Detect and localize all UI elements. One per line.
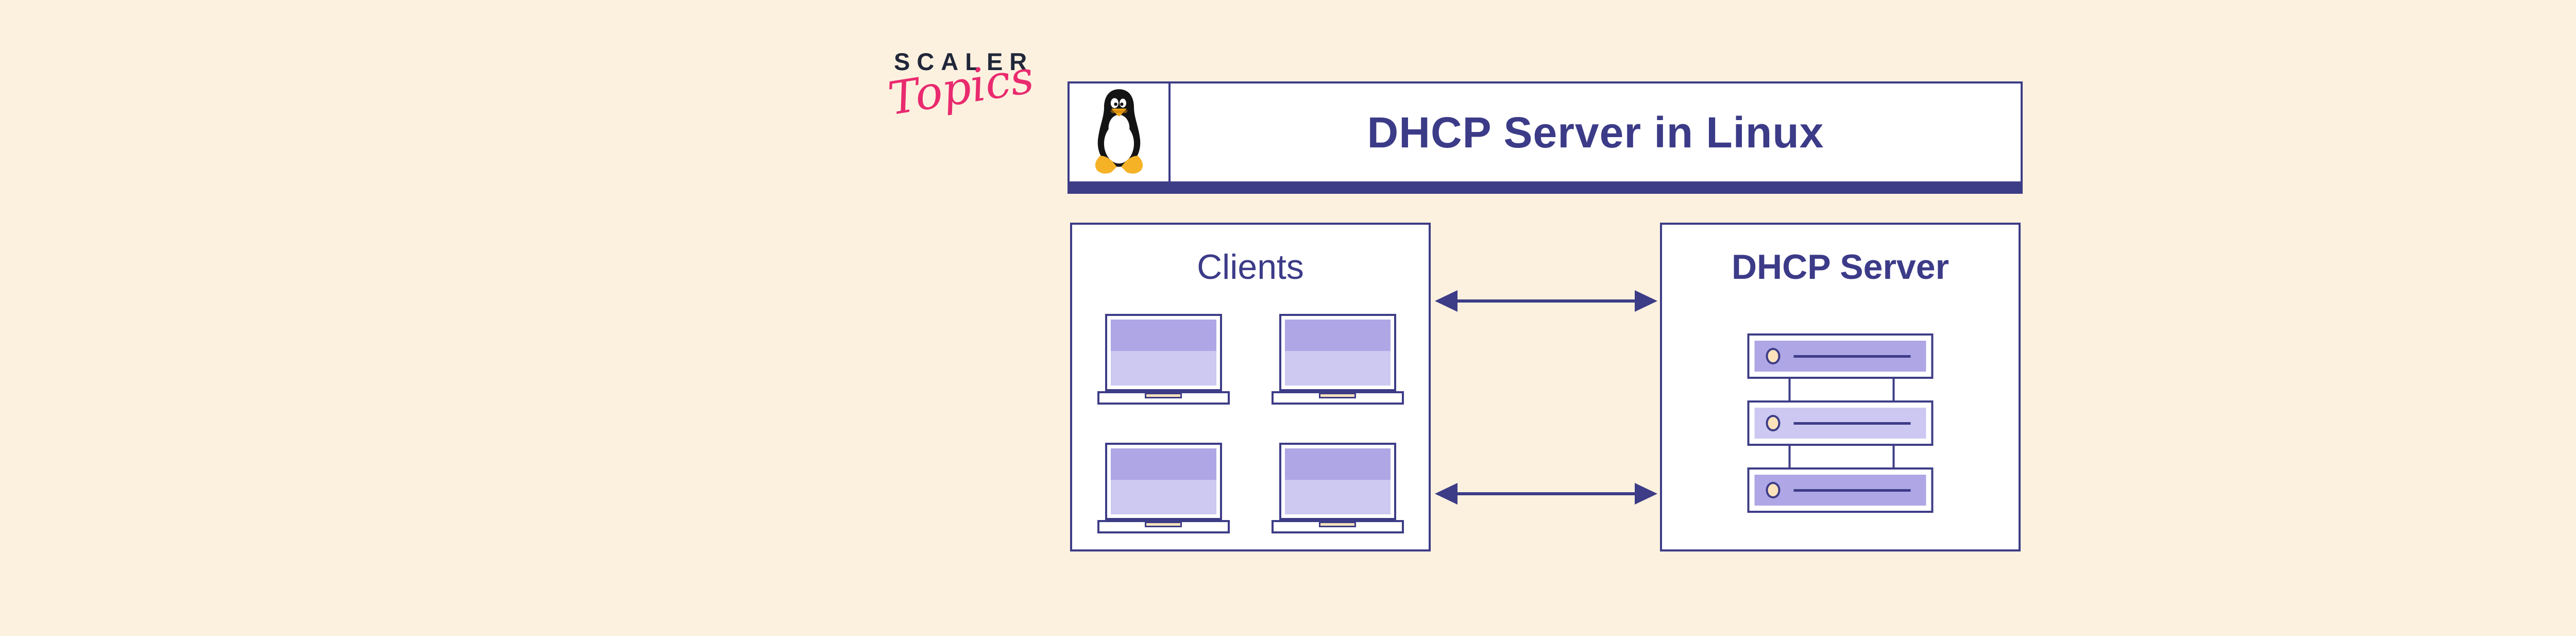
server-unit-icon xyxy=(1747,400,1934,446)
tux-penguin-icon xyxy=(1095,89,1143,174)
title-text-cell: DHCP Server in Linux xyxy=(1171,83,2021,181)
scaler-topics-logo: SCALER Topics xyxy=(885,47,1037,125)
dhcp-server-box: DHCP Server xyxy=(1660,223,2021,551)
laptop-icon xyxy=(1097,314,1230,405)
server-unit-panel xyxy=(1754,341,1926,372)
logo-brand-text: SCALER xyxy=(894,48,1034,75)
server-unit-panel xyxy=(1754,475,1926,506)
dhcp-server-box-label: DHCP Server xyxy=(1731,247,1950,287)
laptop-icon xyxy=(1097,443,1230,533)
clients-box-label: Clients xyxy=(1197,247,1304,287)
laptop-base xyxy=(1097,391,1230,405)
laptop-screen xyxy=(1105,314,1222,391)
title-banner: DHCP Server in Linux xyxy=(1067,81,2023,183)
server-slot-line xyxy=(1793,422,1911,425)
server-unit-icon xyxy=(1747,467,1934,513)
server-slot-line xyxy=(1793,355,1911,358)
laptop-screen xyxy=(1105,443,1222,520)
clients-box: Clients xyxy=(1070,223,1431,551)
double-arrow-bottom-icon xyxy=(1435,483,1657,505)
laptop-screen-bottom xyxy=(1110,351,1216,386)
double-arrow-top-icon xyxy=(1435,290,1657,312)
laptop-trackpad xyxy=(1145,522,1182,527)
laptop-icon xyxy=(1271,314,1404,405)
laptop-screen-top xyxy=(1110,320,1216,352)
laptop-screen-top xyxy=(1284,320,1391,352)
laptop-screen-top xyxy=(1110,448,1216,480)
server-led-icon xyxy=(1766,415,1781,431)
page-title: DHCP Server in Linux xyxy=(1367,108,1824,157)
title-banner-underline xyxy=(1067,183,2023,194)
laptop-base xyxy=(1097,520,1230,533)
server-led-icon xyxy=(1766,348,1781,364)
title-icon-cell xyxy=(1070,83,1171,181)
laptop-screen xyxy=(1279,314,1396,391)
server-led-icon xyxy=(1766,482,1781,498)
laptop-base xyxy=(1271,520,1404,533)
laptop-icon xyxy=(1271,443,1404,533)
server-slot-line xyxy=(1793,489,1911,492)
laptop-screen xyxy=(1279,443,1396,520)
laptop-trackpad xyxy=(1145,393,1182,398)
server-rack-icon xyxy=(1747,333,1934,513)
client-devices-grid xyxy=(1072,314,1429,533)
laptop-screen-bottom xyxy=(1110,480,1216,514)
laptop-base xyxy=(1271,391,1404,405)
server-rack-units xyxy=(1747,333,1934,513)
laptop-screen-bottom xyxy=(1284,351,1391,386)
laptop-trackpad xyxy=(1319,522,1356,527)
laptop-screen-bottom xyxy=(1284,480,1391,514)
laptop-trackpad xyxy=(1319,393,1356,398)
server-unit-icon xyxy=(1747,333,1934,379)
server-unit-panel xyxy=(1754,408,1926,439)
laptop-screen-top xyxy=(1284,448,1391,480)
